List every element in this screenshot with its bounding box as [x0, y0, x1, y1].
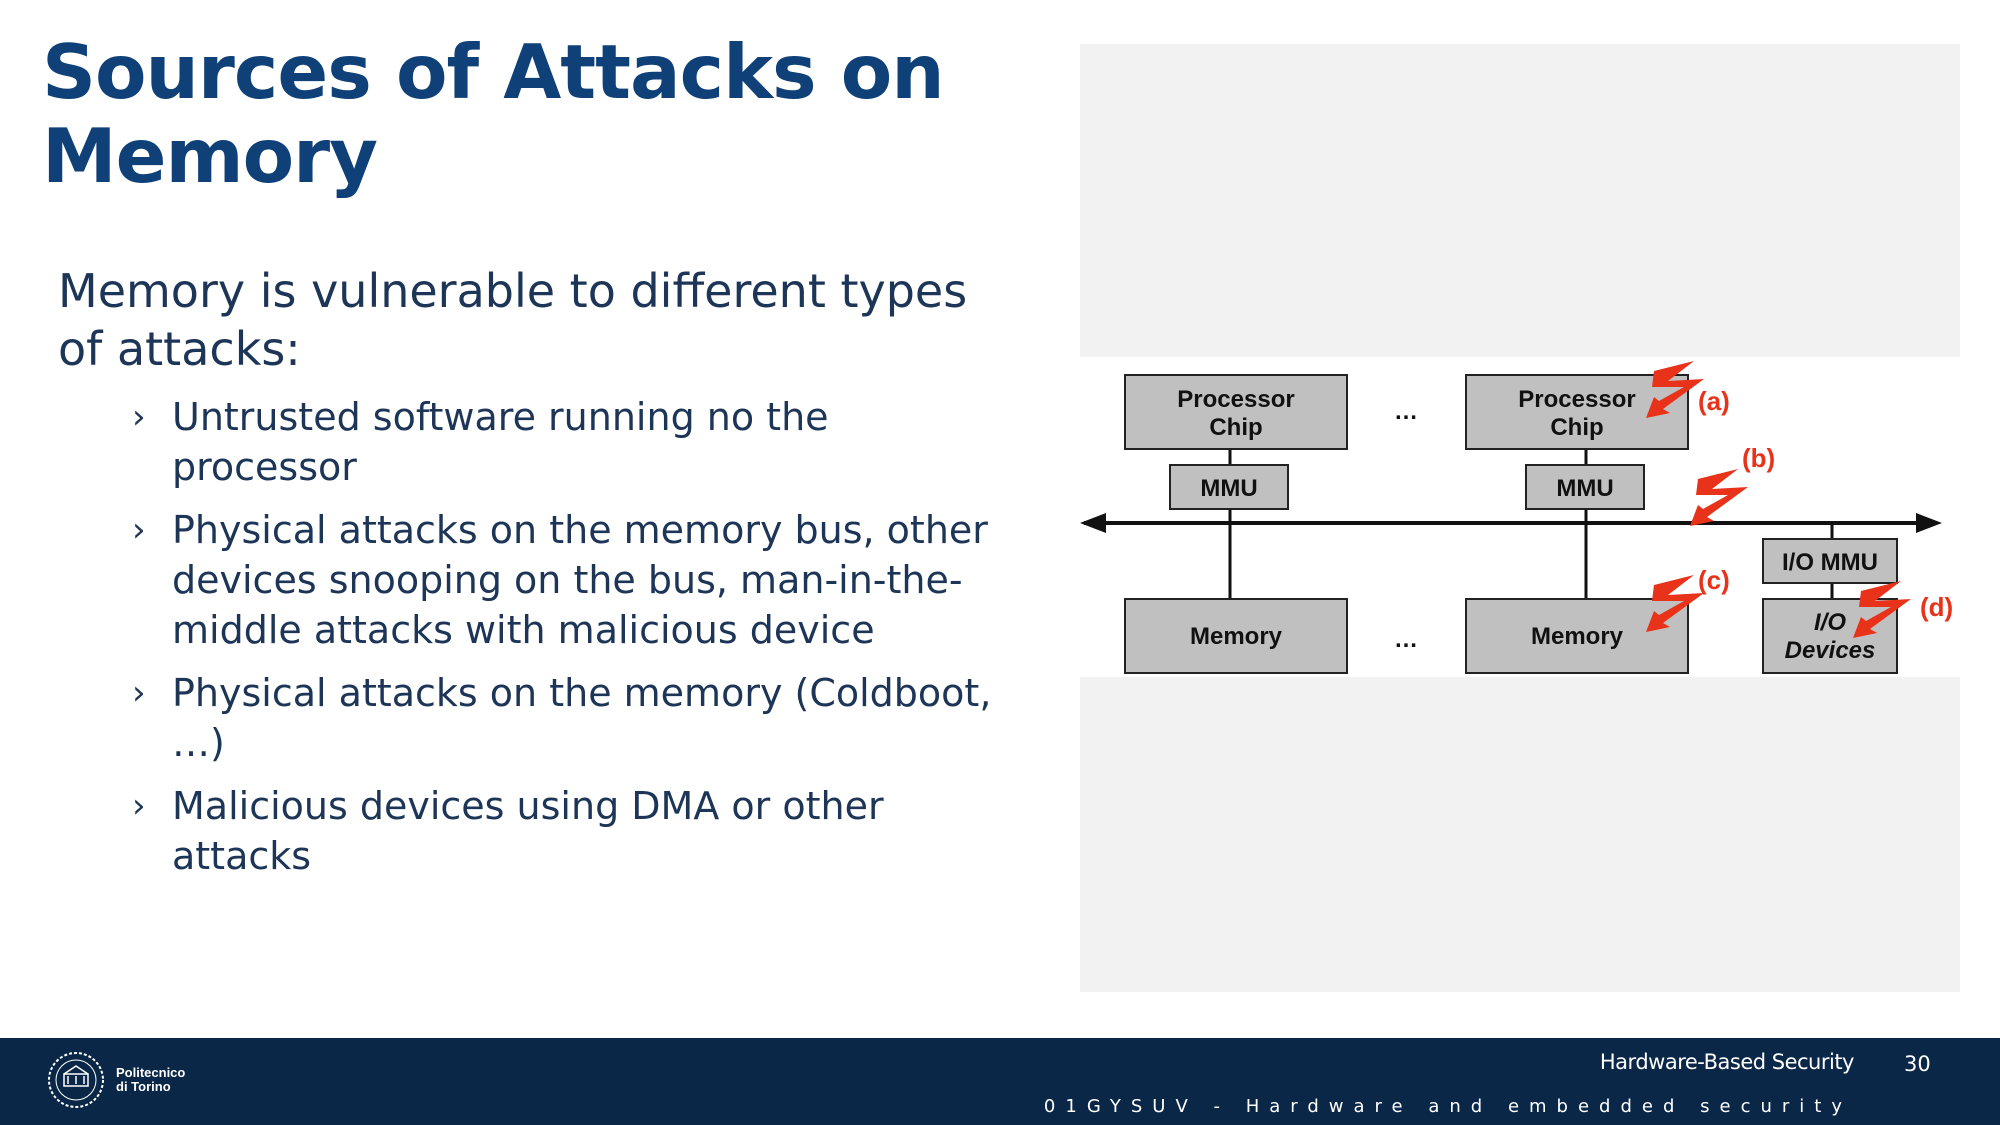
logo-text-line-1: Politecnico: [116, 1065, 186, 1080]
course-code: 01GYSUV - Hardware and embedded security: [1043, 1096, 1852, 1117]
processor-chip-2: Processor Chip: [1465, 374, 1689, 450]
attack-bolt-icon-c: [1646, 575, 1704, 632]
title-line-2: Memory: [42, 112, 378, 200]
attack-label-a: (a): [1698, 386, 1730, 416]
bullet-line: Malicious devices using DMA or other: [172, 784, 884, 828]
bullet-item-memory-bus: › Physical attacks on the memory bus, ot…: [132, 505, 1052, 655]
bullet-line: processor: [172, 445, 357, 489]
bullet-line: …): [172, 721, 225, 765]
mmu-1: MMU: [1169, 464, 1289, 510]
mmu-2: MMU: [1525, 464, 1645, 510]
bus-arrow-left: [1080, 513, 1106, 533]
bullet-marker: ›: [132, 397, 146, 437]
bullet-marker: ›: [132, 673, 146, 713]
bullet-marker: ›: [132, 786, 146, 826]
memory-2: Memory: [1465, 598, 1689, 674]
intro-line-1: Memory is vulnerable to different types: [58, 264, 968, 318]
bullet-list: › Untrusted software running no the proc…: [132, 392, 1052, 894]
bus-arrow-right: [1916, 513, 1942, 533]
memory-1-label: Memory: [1190, 623, 1283, 650]
mmu-2-label: MMU: [1556, 475, 1613, 502]
processor-chip-2-label: Chip: [1550, 414, 1603, 441]
io-devices-label: Devices: [1785, 637, 1876, 664]
bullet-line: Untrusted software running no the: [172, 395, 829, 439]
intro-line-2: of attacks:: [58, 322, 301, 376]
logo-text: Politecnico di Torino: [116, 1066, 185, 1094]
footer-bar: [0, 1038, 2000, 1125]
bullet-line: devices snooping on the bus, man-in-the-: [172, 558, 963, 602]
attack-label-d: (d): [1920, 592, 1953, 622]
attack-label-b: (b): [1742, 443, 1775, 473]
io-devices-label: I/O: [1814, 609, 1846, 636]
bullet-item-physical-memory: › Physical attacks on the memory (Coldbo…: [132, 668, 1052, 768]
ellipsis-memories: …: [1394, 626, 1418, 653]
io-mmu-label: I/O MMU: [1782, 549, 1878, 576]
processor-chip-1: Processor Chip: [1124, 374, 1348, 450]
slide-title: Sources of Attacks on Memory: [42, 30, 1042, 198]
processor-chip-2-label: Processor: [1518, 386, 1635, 413]
course-name: Hardware-Based Security: [1599, 1050, 1855, 1074]
attack-bolt-icon-d: [1853, 581, 1911, 638]
logo-text-line-2: di Torino: [116, 1079, 171, 1094]
memory-1: Memory: [1124, 598, 1348, 674]
io-devices: I/O Devices: [1762, 598, 1898, 674]
processor-chip-1-label: Processor: [1177, 386, 1294, 413]
bullet-line: middle attacks with malicious device: [172, 608, 875, 652]
page-number: 30: [1904, 1052, 1931, 1076]
bullet-line: Physical attacks on the memory bus, othe…: [172, 508, 988, 552]
politecnico-logo-icon: [48, 1052, 104, 1108]
bullet-item-malicious-dma: › Malicious devices using DMA or other a…: [132, 781, 1052, 881]
io-mmu: I/O MMU: [1762, 538, 1898, 584]
bullet-line: Physical attacks on the memory (Coldboot…: [172, 671, 992, 715]
bullet-item-untrusted-software: › Untrusted software running no the proc…: [132, 392, 1052, 492]
ellipsis-processors: …: [1394, 398, 1418, 425]
mmu-1-label: MMU: [1200, 475, 1257, 502]
attack-bolt-icon-b: [1690, 469, 1748, 526]
attack-bolt-icon-a: [1646, 361, 1704, 418]
bullet-line: attacks: [172, 834, 312, 878]
memory-attack-diagram: Processor Chip Processor Chip … MMU MMU …: [1080, 357, 1960, 677]
attack-label-c: (c): [1698, 565, 1730, 595]
processor-chip-1-label: Chip: [1209, 414, 1262, 441]
bullet-marker: ›: [132, 510, 146, 550]
memory-2-label: Memory: [1531, 623, 1624, 650]
intro-text: Memory is vulnerable to different types …: [58, 262, 1058, 378]
title-line-1: Sources of Attacks on: [42, 28, 945, 116]
